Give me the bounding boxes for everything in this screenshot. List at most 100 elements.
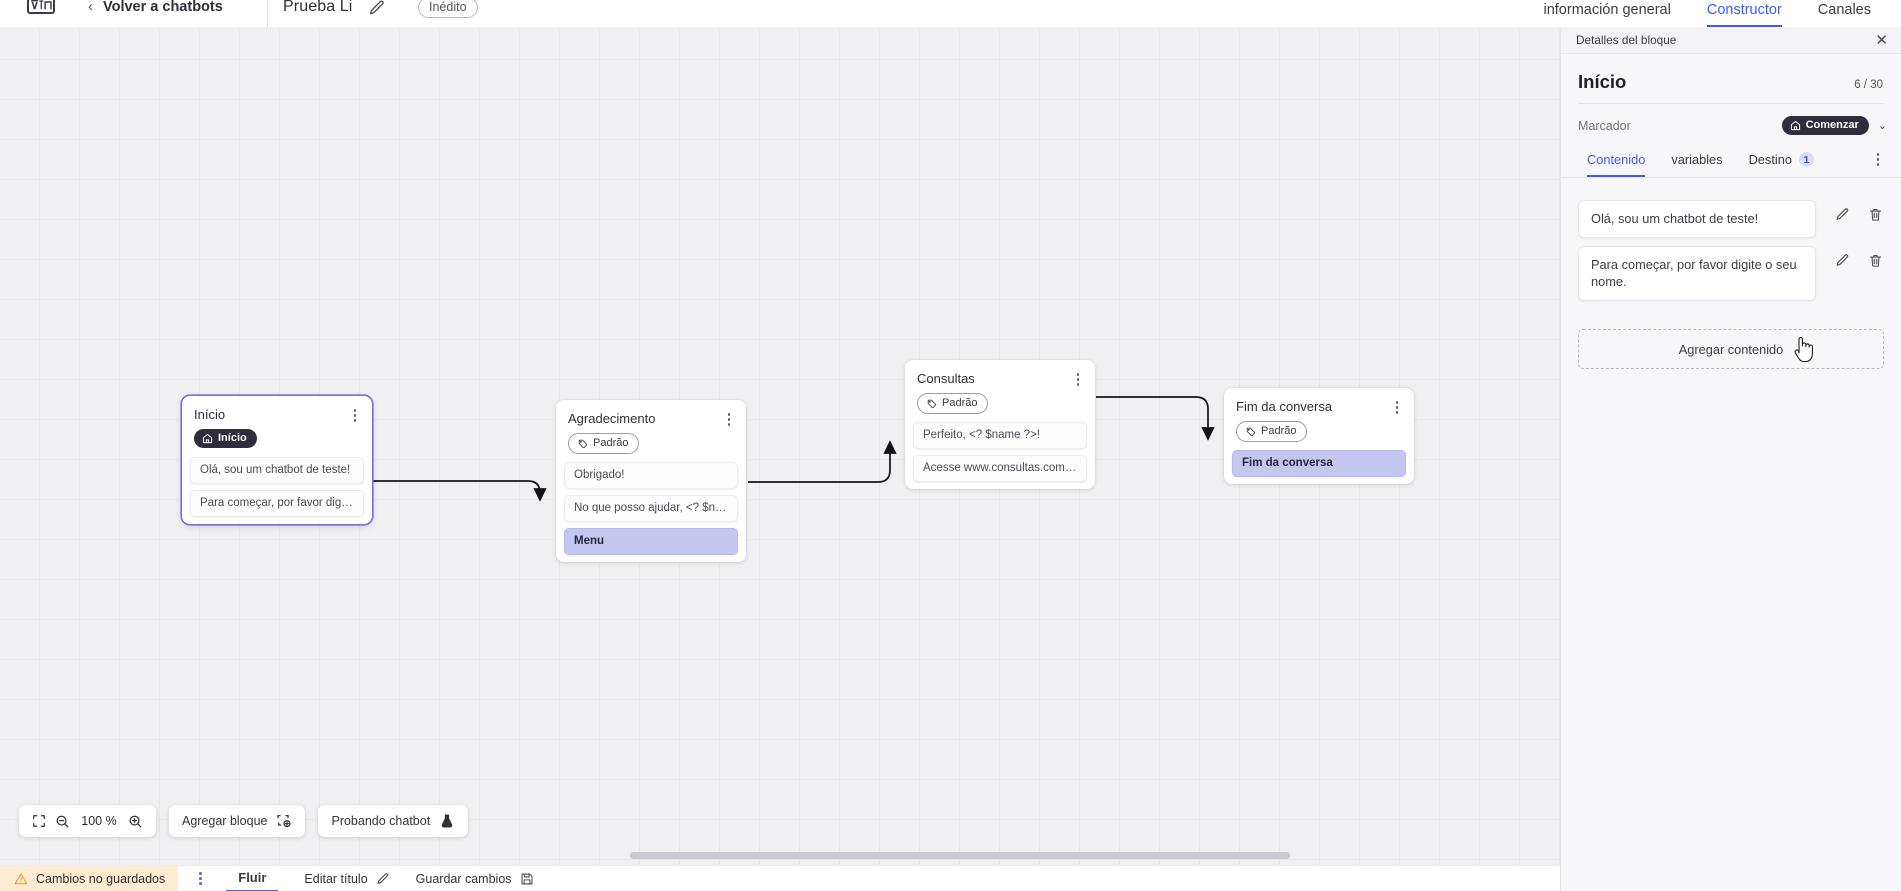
node-tag-label: Padrão [593, 437, 629, 449]
tab-canales[interactable]: Canales [1817, 2, 1871, 18]
save-changes-label: Guardar cambios [415, 871, 512, 886]
status-badge: Inédito [418, 0, 478, 18]
node-tag-label: Padrão [1261, 425, 1297, 437]
node-messages: Obrigado! No que posso ajudar, <? $name … [556, 462, 746, 555]
panel-tab-label: variables [1671, 152, 1723, 167]
content-text[interactable]: Olá, sou um chatbot de teste! [1578, 200, 1816, 238]
add-content-button[interactable]: Agregar contenido [1578, 329, 1884, 369]
node-menu-button[interactable] [348, 407, 362, 422]
marker-label: Marcador [1578, 118, 1631, 133]
content-row-actions [1816, 200, 1887, 227]
node-messages: Olá, sou um chatbot de teste! Para começ… [182, 456, 372, 517]
close-icon[interactable]: ✕ [1875, 31, 1888, 49]
panel-title-row: Início 6 / 30 [1561, 54, 1901, 103]
node-message[interactable]: No que posso ajudar, <? $name ... [564, 495, 738, 522]
content-row: Para começar, por favor digite o seu nom… [1578, 246, 1887, 301]
content-row: Olá, sou um chatbot de teste! [1578, 200, 1887, 238]
panel-divider [1578, 103, 1884, 104]
flow-node-consultas[interactable]: Consultas Padrão Perfeito, <? $name ?>! … [905, 360, 1095, 489]
app-logo-glyph: ⊽⊺⊓ [30, 0, 52, 12]
add-block-button[interactable]: Agregar bloque [169, 805, 306, 837]
home-icon [1790, 120, 1800, 130]
tab-constructor[interactable]: Constructor [1706, 1, 1782, 27]
node-tag-row: Padrão [1224, 414, 1414, 450]
node-tag-row: Início [182, 422, 372, 457]
bottom-bar: Cambios no guardados Fluir Editar título… [0, 865, 1560, 891]
node-tag-row: Padrão [556, 426, 746, 462]
zoom-out-icon[interactable] [55, 814, 70, 829]
header-tabs: información general Constructor Canales [1543, 0, 1871, 27]
save-changes-button[interactable]: Guardar cambios [416, 872, 534, 886]
flow-node-inicio[interactable]: Início Início Olá, sou um chatbot de tes… [182, 396, 372, 524]
zoom-level-value: 100 % [81, 814, 117, 828]
node-message[interactable]: Para começar, por favor digite o ... [190, 489, 364, 517]
chevron-down-icon[interactable]: ⌄ [1877, 120, 1887, 132]
tab-informacion-general[interactable]: información general [1543, 2, 1671, 18]
canvas-horizontal-scrollbar[interactable] [630, 852, 1290, 859]
header-divider [267, 0, 268, 27]
tag-icon [578, 439, 588, 448]
panel-tab-variables[interactable]: variables [1671, 152, 1722, 177]
node-message[interactable]: Olá, sou um chatbot de teste! [190, 456, 364, 484]
panel-tabs: Contenido variables Destino 1 [1561, 146, 1901, 178]
panel-header: Detalles del bloque ✕ [1561, 27, 1901, 54]
marker-value-label: Comenzar [1805, 119, 1859, 131]
warning-icon [14, 872, 28, 886]
node-title: Fim da conversa [1236, 399, 1333, 414]
trash-icon[interactable] [1868, 253, 1883, 273]
flow-node-fim-da-conversa[interactable]: Fim da conversa Padrão Fim da conversa [1224, 388, 1414, 484]
content-text[interactable]: Para começar, por favor digite o seu nom… [1578, 246, 1816, 301]
test-chatbot-button[interactable]: Probando chatbot [318, 805, 469, 837]
node-tag-padrao: Padrão [568, 433, 640, 454]
zoom-controls: 100 % [19, 805, 156, 837]
node-message[interactable]: Obrigado! [564, 462, 738, 489]
pencil-icon [376, 872, 390, 886]
node-menu-button[interactable] [722, 411, 736, 426]
node-menu-button[interactable] [1390, 399, 1404, 414]
back-to-chatbots-label: Volver a chatbots [103, 0, 223, 15]
zoom-in-icon[interactable] [128, 814, 143, 829]
panel-tab-contenido[interactable]: Contenido [1587, 152, 1646, 177]
node-header: Início [182, 396, 372, 422]
home-icon [202, 433, 213, 443]
marker-value-group: Comenzar ⌄ [1781, 116, 1887, 135]
back-to-chatbots-link[interactable]: ‹ Volver a chatbots [88, 0, 223, 15]
edit-title-button[interactable]: Editar título [304, 872, 389, 886]
project-title: Prueba Li [283, 0, 353, 15]
flow-node-agradecimento[interactable]: Agradecimento Padrão Obrigado! No que po… [556, 400, 746, 562]
panel-header-title: Detalles del bloque [1576, 33, 1677, 47]
node-tag-padrao: Padrão [917, 393, 989, 414]
node-message-end[interactable]: Fim da conversa [1232, 450, 1406, 477]
node-tag-padrao: Padrão [1236, 421, 1308, 442]
trash-icon[interactable] [1868, 207, 1883, 227]
pencil-icon[interactable] [1835, 253, 1850, 273]
node-menu-button[interactable] [1071, 371, 1085, 386]
save-disk-icon [520, 872, 534, 886]
node-header: Agradecimento [556, 400, 746, 426]
node-message-menu[interactable]: Menu [564, 528, 738, 555]
node-header: Consultas [905, 360, 1095, 386]
canvas-toolbar: 100 % Agregar bloque Probando chatb [19, 805, 469, 837]
bottom-tab-fluir[interactable]: Fluir [226, 866, 279, 891]
block-counter: 6 / 30 [1854, 79, 1883, 91]
panel-tab-label: Destino [1748, 152, 1792, 167]
node-message[interactable]: Perfeito, <? $name ?>! [913, 422, 1087, 449]
app-logo-icon[interactable]: ⊽⊺⊓ [27, 0, 55, 14]
top-header: ⊽⊺⊓ ‹ Volver a chatbots Prueba Li Inédit… [0, 0, 1901, 27]
panel-menu-button[interactable] [1871, 153, 1885, 166]
tag-icon [927, 399, 937, 408]
node-messages: Fim da conversa [1224, 450, 1414, 477]
bottom-menu-button[interactable] [192, 872, 208, 885]
fit-screen-icon[interactable] [32, 814, 46, 828]
node-tag-label: Início [218, 432, 247, 444]
marker-row: Marcador Comenzar ⌄ [1561, 104, 1901, 146]
node-tag-row: Padrão [905, 386, 1095, 422]
pencil-icon[interactable] [1835, 207, 1850, 227]
edit-project-title-pencil-icon[interactable] [368, 0, 386, 17]
node-message[interactable]: Acesse www.consultas.com par... [913, 455, 1087, 482]
flow-canvas[interactable]: Início Início Olá, sou um chatbot de tes… [0, 27, 1560, 865]
panel-tab-destino[interactable]: Destino 1 [1749, 152, 1814, 177]
flask-icon [439, 813, 455, 829]
marker-value-chip[interactable]: Comenzar [1781, 116, 1869, 135]
